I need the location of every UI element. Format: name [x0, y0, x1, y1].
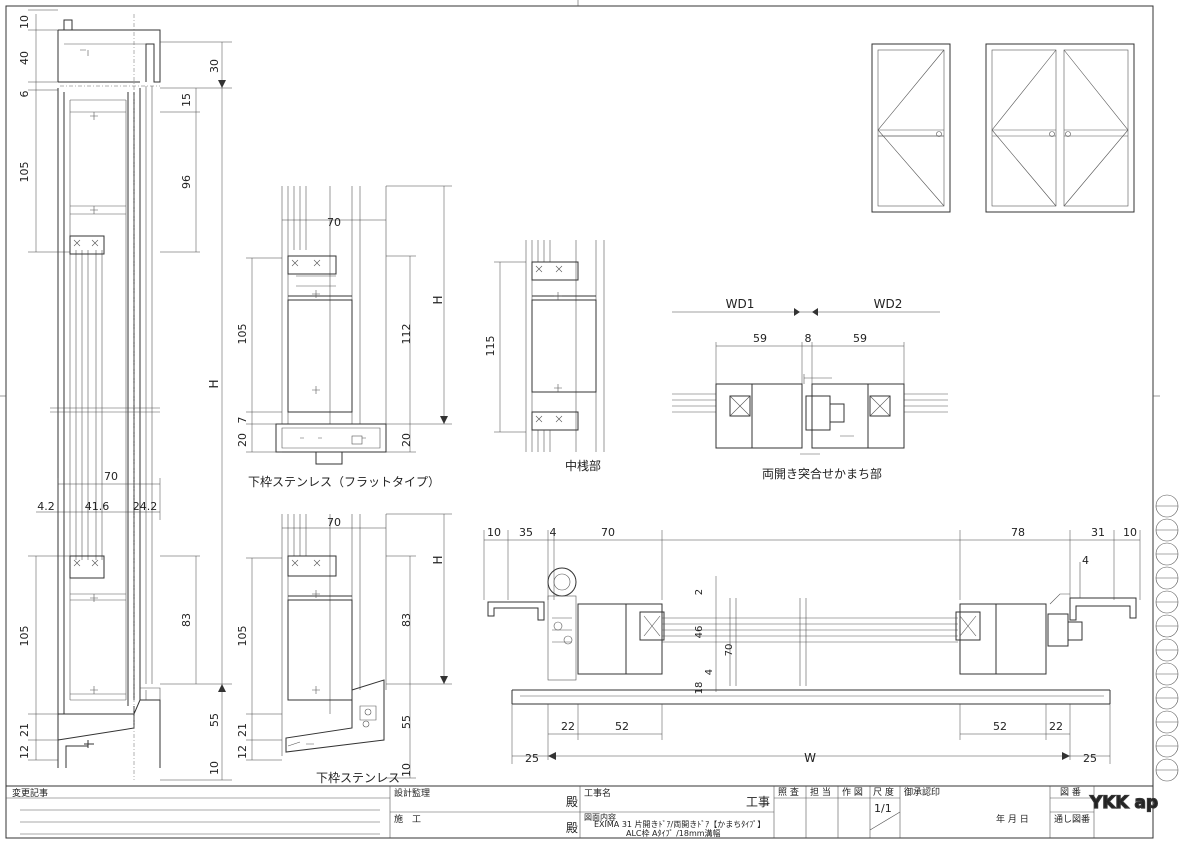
dim-4-2: 4.2: [37, 500, 55, 513]
dim-59-right: 59: [853, 332, 867, 345]
dim-W: W: [804, 751, 816, 765]
flat-sill-section: 70 105 7 20 112 20 H 下枠ステンレス（フラットタイプ）: [236, 185, 452, 489]
dim-21: 21: [236, 723, 249, 737]
dim-70-vertical: 70: [724, 644, 735, 657]
dim-105: 105: [236, 626, 249, 647]
dim-59-left: 59: [753, 332, 767, 345]
dim-25-right: 25: [1083, 752, 1097, 765]
dim-25-left: 25: [525, 752, 539, 765]
ykk-ap-logo: YKK ap: [1088, 789, 1159, 835]
dim-8: 8: [805, 332, 812, 345]
logo-text: YKK ap: [1089, 793, 1158, 813]
dim-WD2: WD2: [874, 297, 903, 311]
title-block: 変更記事 設計監理 施 工 殿 殿 工事名 工事 図面内容 EXIMA 31 片…: [5, 785, 1159, 839]
scale-label: 尺 度: [873, 786, 894, 798]
dim-41-6: 41.6: [85, 500, 110, 513]
dim-70: 70: [327, 216, 341, 229]
dim-H: H: [431, 555, 445, 564]
project-name-label: 工事名: [584, 787, 611, 799]
dim-21: 21: [18, 723, 31, 737]
dim-12: 12: [18, 745, 31, 759]
dim-4-right: 4: [1082, 554, 1089, 567]
dim-20: 20: [236, 433, 249, 447]
kouji-label: 工事: [746, 795, 770, 809]
dim-40: 40: [18, 51, 31, 65]
dim-4-vertical: 4: [704, 669, 715, 675]
caption-meeting-stile: 両開き突合せかまち部: [762, 466, 882, 481]
dim-78: 78: [1011, 526, 1025, 539]
dim-83: 83: [400, 613, 413, 627]
dim-70: 70: [601, 526, 615, 539]
stainless-sill-section: 70 105 21 12 83 55 10 H 下枠ステンレス: [236, 513, 452, 785]
plan-section: 10 35 4 70 78 31 10: [483, 526, 1141, 765]
dim-WD1: WD1: [726, 297, 755, 311]
caption-flat-sill: 下枠ステンレス（フラットタイプ）: [248, 475, 440, 489]
meeting-stile-section: WD1 WD2 59 8 59 両開き突合せかまち部: [672, 297, 948, 481]
elevation-double-door: [985, 43, 1135, 213]
dono-2: 殿: [566, 821, 578, 835]
dim-112: 112: [400, 324, 413, 345]
dono-1: 殿: [566, 795, 578, 809]
dim-2: 2: [694, 589, 705, 595]
dim-10-right: 10: [1123, 526, 1137, 539]
dim-55: 55: [208, 713, 221, 727]
dim-30: 30: [208, 59, 221, 73]
dim-H: H: [431, 295, 445, 304]
drawing-content-line1: EXIMA 31 片開きﾄﾞｱ/両開きﾄﾞｱ【かまちﾀｲﾌﾟ】: [594, 819, 765, 829]
dim-83: 83: [180, 613, 193, 627]
serial-no-label: 通し図番: [1054, 813, 1090, 825]
dim-15: 15: [180, 93, 193, 107]
caption-stainless-sill: 下枠ステンレス: [316, 771, 400, 785]
dim-22-right: 22: [1049, 720, 1063, 733]
check-label: 照 査: [778, 786, 799, 798]
dim-70: 70: [104, 470, 118, 483]
elevation-single-door: [871, 43, 951, 213]
dim-31: 31: [1091, 526, 1105, 539]
dim-6: 6: [18, 91, 31, 98]
dim-H: H: [207, 379, 221, 388]
full-height-section: 10 40 6 105 105 21 12 30 15 96 83 55 10 …: [18, 9, 232, 781]
dim-4: 4: [550, 526, 557, 539]
approval-label: 御承認印: [904, 786, 940, 798]
caption-mid-rail: 中桟部: [565, 458, 601, 473]
drawing-no-label: 図 番: [1060, 786, 1081, 798]
dim-10: 10: [400, 763, 413, 777]
dim-52-right: 52: [993, 720, 1007, 733]
dim-10: 10: [18, 15, 31, 29]
dim-105-lower: 105: [18, 626, 31, 647]
dim-18: 18: [694, 682, 705, 695]
construction-label: 施 工: [394, 813, 421, 825]
dim-10-left: 10: [487, 526, 501, 539]
dim-96: 96: [180, 175, 193, 189]
margin-circles: [1155, 494, 1179, 782]
dim-52-left: 52: [615, 720, 629, 733]
dim-115: 115: [484, 336, 497, 357]
drawing-content-line2: ALC枠 Aﾀｲﾌﾟ /18mm溝幅: [626, 828, 721, 838]
dim-24-2: 24.2: [133, 500, 158, 513]
dim-70: 70: [327, 516, 341, 529]
dim-55: 55: [400, 715, 413, 729]
drawn-label: 作 図: [842, 786, 863, 798]
dim-46: 46: [694, 626, 705, 639]
dim-105: 105: [18, 162, 31, 183]
dim-20-right: 20: [400, 433, 413, 447]
dim-22-left: 22: [561, 720, 575, 733]
dim-12: 12: [236, 745, 249, 759]
mid-rail-section: 115 中桟部: [484, 240, 605, 473]
scale-value: 1/1: [874, 802, 892, 815]
dim-7: 7: [236, 417, 249, 424]
dim-10-bottom: 10: [208, 761, 221, 775]
dim-105: 105: [236, 324, 249, 345]
charge-label: 担 当: [810, 786, 831, 798]
dim-35: 35: [519, 526, 533, 539]
change-record-label: 変更記事: [12, 787, 48, 799]
date-label: 年 月 日: [996, 813, 1029, 825]
design-supervision-label: 設計監理: [394, 787, 430, 799]
drawing-content-label: 図面内容: [584, 812, 616, 822]
